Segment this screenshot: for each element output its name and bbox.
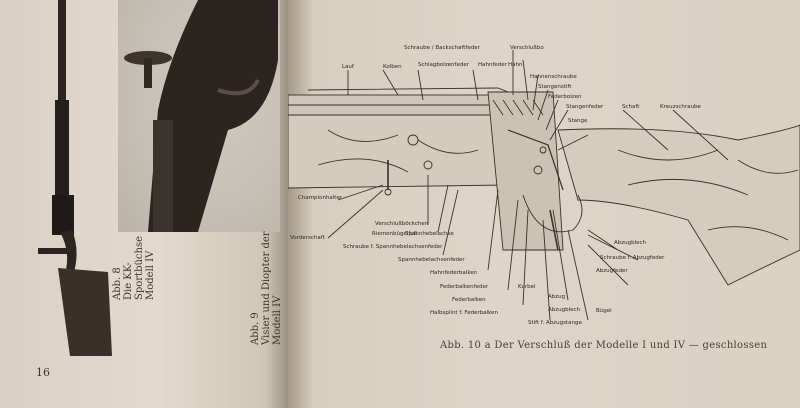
label-kolben: Kolben bbox=[383, 64, 402, 70]
label-hahnenschraube: Hahnenschraube bbox=[530, 74, 577, 80]
label-stift-abzug: Stift f. Abzugstange bbox=[528, 320, 582, 326]
label-schraube-spannhebel: Schraube f. Spannhebelachsenfeder bbox=[343, 244, 443, 250]
rifle-photo bbox=[38, 0, 112, 356]
left-page: Abb. 8 Die KK-Sportbüchse Modell IV Abb.… bbox=[0, 0, 288, 408]
label-abzugblech: Abzugblech bbox=[614, 240, 647, 246]
label-hahnfeder: Hahnfeder bbox=[478, 62, 507, 68]
page-number: 16 bbox=[36, 366, 50, 379]
fig8-model: Modell IV bbox=[145, 250, 156, 300]
label-federbalken: Federbalken bbox=[452, 297, 486, 303]
label-hahnfederbalken: Hahnfederbalken bbox=[430, 270, 478, 276]
figure-caption: Abb. 10 a Der Verschluß der Modelle I un… bbox=[440, 340, 768, 351]
label-abzugsblech: Abzugblech bbox=[548, 307, 581, 313]
label-schraube-backschaft: Schraube / Backschaftfeder bbox=[404, 45, 480, 51]
label-championhalter: Championhalter bbox=[298, 195, 343, 201]
label-stangenfeder: Stangenfeder bbox=[566, 104, 604, 110]
fig8-title: Die KK-Sportbüchse bbox=[123, 235, 145, 300]
fig9-number: Abb. 9 bbox=[250, 312, 261, 345]
label-abzugfeder: Abzugfeder bbox=[596, 268, 628, 274]
label-schlagbolzenfeder: Schlagbolzenfeder bbox=[418, 62, 469, 68]
label-schaft: Schaft bbox=[622, 104, 640, 110]
fig9-caption: Abb. 9 Visier und Diopter der Modell IV bbox=[250, 225, 283, 345]
label-spannhebelachse: Spannhebelachse bbox=[405, 231, 454, 237]
fig8-number: Abb. 8 bbox=[112, 267, 123, 300]
label-stangenstift: Stangenstift bbox=[538, 84, 572, 90]
label-vorderschaft: Vorderschaft bbox=[290, 235, 325, 241]
label-stange: Stange bbox=[568, 118, 588, 124]
label-verschlussboeckchen: Verschlußböckchen bbox=[375, 221, 429, 227]
label-abzug: Abzug bbox=[548, 294, 566, 300]
label-halbsplint: Halbsplint f. Federbalken bbox=[430, 310, 498, 316]
fig8-caption: Abb. 8 Die KK-Sportbüchse Modell IV bbox=[112, 230, 156, 300]
label-verschlussbolzen: Verschlußbo bbox=[510, 45, 544, 51]
diopter-photo bbox=[118, 0, 280, 232]
label-hahn: Hahn bbox=[508, 62, 523, 68]
fig9-title: Visier und Diopter der bbox=[261, 231, 272, 345]
label-spannhebelachsenfeder: Spannhebelachsenfeder bbox=[398, 257, 465, 263]
breech-diagram bbox=[288, 50, 800, 321]
label-kurbel: Kurbel bbox=[518, 284, 536, 290]
label-riemenbuegel: Riemenbügelfuß bbox=[372, 231, 418, 237]
label-kreuzschraube: Kreuzschraube bbox=[660, 104, 701, 110]
label-lauf: Lauf bbox=[342, 64, 354, 70]
label-schraube-abzug: Schraube f. Abzugfeder bbox=[600, 255, 665, 261]
label-federbalkenfeder: Federbalkenfeder bbox=[440, 284, 489, 290]
fig9-model: Modell IV bbox=[272, 295, 283, 345]
label-bugel: Bügel bbox=[596, 308, 612, 314]
label-federbolzen: Federbolzen bbox=[548, 94, 582, 100]
